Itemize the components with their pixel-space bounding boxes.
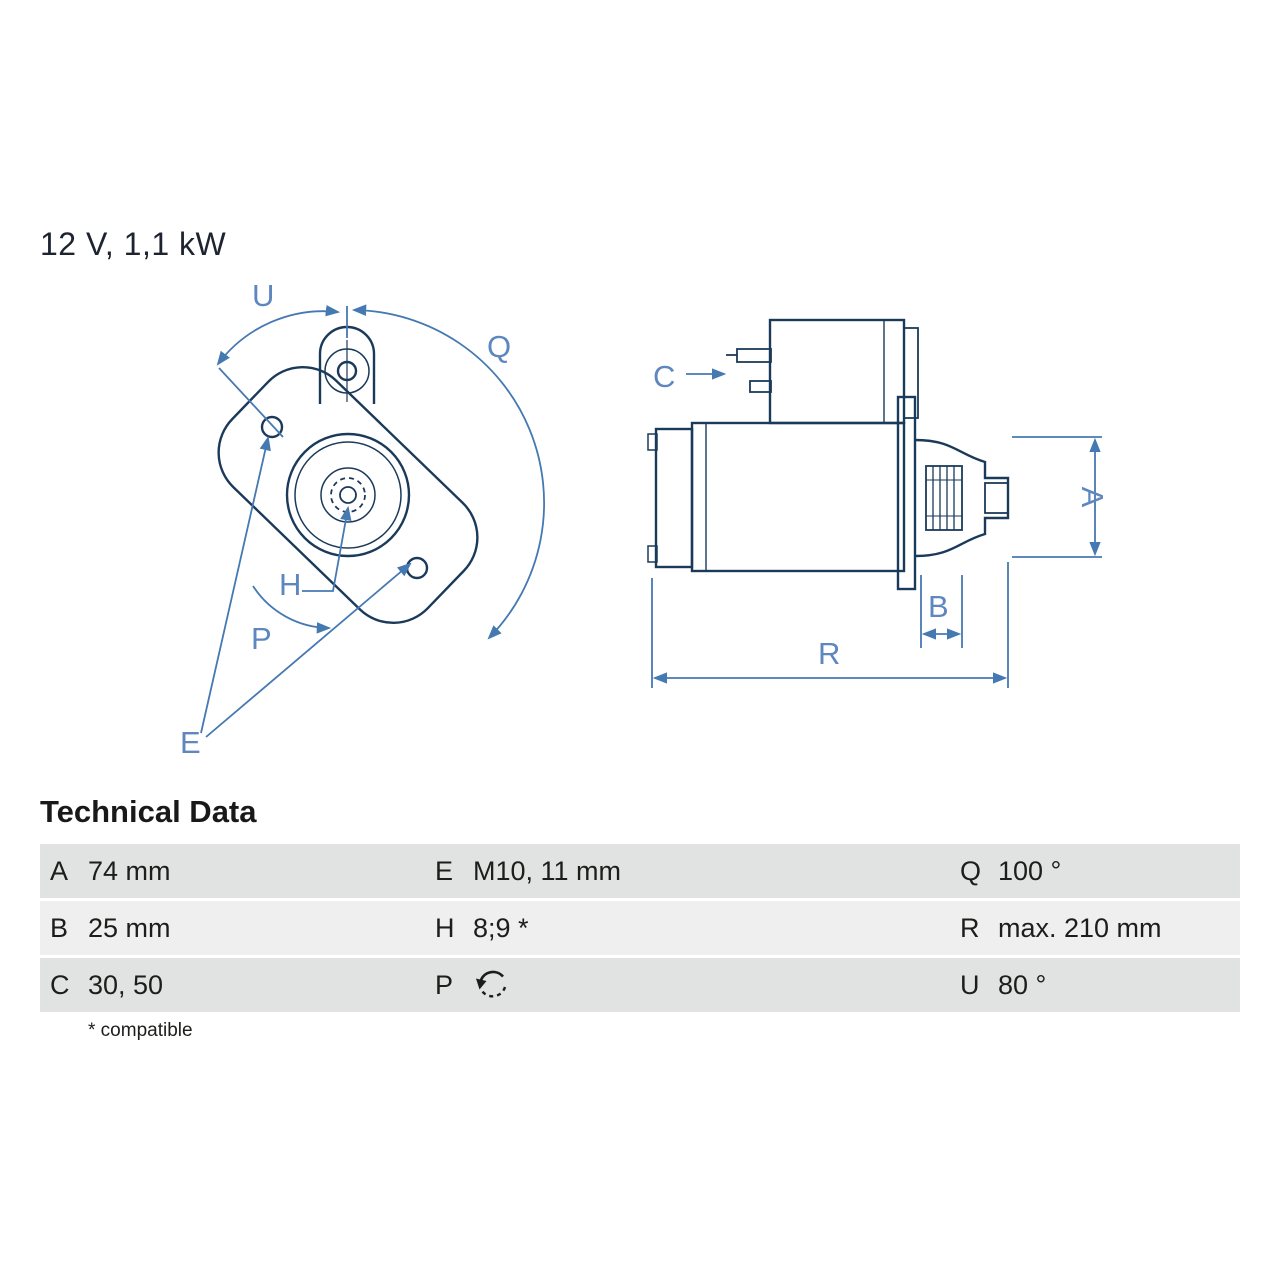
mounting-hole-upper bbox=[260, 415, 284, 439]
dim-value-u: 80 ° bbox=[998, 969, 1047, 1000]
terminal-50 bbox=[749, 380, 772, 393]
dim-key-q: Q bbox=[960, 855, 982, 886]
dim-key-r: R bbox=[960, 912, 980, 943]
dim-key-h: H bbox=[435, 912, 455, 943]
dim-key-p: P bbox=[435, 969, 454, 1000]
shaft-end bbox=[984, 482, 1009, 514]
dim-label-h: H bbox=[279, 567, 301, 602]
dim-label-c: C bbox=[653, 359, 675, 394]
dim-key-b: B bbox=[50, 912, 69, 943]
side-view-labels: C A B R bbox=[653, 359, 1110, 671]
dim-arc-p-rotation bbox=[252, 585, 332, 634]
dim-arc-q bbox=[351, 304, 545, 640]
dim-u-leg bbox=[218, 367, 284, 438]
dim-leader-e-lower bbox=[205, 562, 412, 738]
rotation-direction-cell bbox=[471, 967, 950, 1003]
end-cap-lug-top bbox=[647, 433, 658, 451]
dim-value-h: 8;9 * bbox=[473, 912, 529, 943]
dim-label-e: E bbox=[180, 725, 201, 760]
dim-leader-e-upper bbox=[200, 435, 271, 734]
shaft-center-hole bbox=[339, 486, 357, 504]
dim-value-r: max. 210 mm bbox=[998, 912, 1162, 943]
dim-key-u: U bbox=[960, 969, 980, 1000]
dim-label-q: Q bbox=[487, 329, 511, 364]
hub-circle bbox=[320, 467, 376, 523]
pinion-spline bbox=[330, 477, 366, 513]
mounting-hole-lower bbox=[405, 556, 429, 580]
dim-arc-u bbox=[216, 304, 341, 366]
dim-key-e: E bbox=[435, 855, 454, 886]
dim-key-a: A bbox=[50, 855, 69, 886]
voltage-power-title: 12 V, 1,1 kW bbox=[40, 226, 227, 262]
front-view-outline bbox=[217, 325, 479, 625]
pinion-gear bbox=[925, 465, 963, 531]
compatibility-footnote: * compatible bbox=[88, 1020, 193, 1041]
table-row: C 30, 50 P U 80 ° bbox=[40, 958, 1240, 1012]
dim-value-c: 30, 50 bbox=[88, 969, 164, 1000]
bearing-bore-outer bbox=[285, 432, 411, 558]
motor-body bbox=[690, 421, 906, 573]
dim-key-c: C bbox=[50, 969, 70, 1000]
rotation-ccw-icon bbox=[476, 970, 507, 998]
dim-label-a: A bbox=[1075, 487, 1110, 508]
solenoid-end-cap bbox=[903, 327, 919, 419]
side-view-dimensions bbox=[651, 368, 1102, 688]
dim-value-b: 25 mm bbox=[88, 912, 171, 943]
end-cap-lug-bottom bbox=[647, 545, 658, 563]
front-view-labels: U Q H P E bbox=[180, 278, 511, 760]
drive-end-flange bbox=[896, 395, 917, 591]
commutator-end-cap bbox=[654, 427, 694, 569]
dim-label-r: R bbox=[818, 636, 840, 671]
table-row: B 25 mm H 8;9 * R max. 210 mm bbox=[40, 901, 1240, 955]
bearing-bore-inner bbox=[294, 441, 402, 549]
flange-body bbox=[217, 365, 479, 625]
technical-data-section: Technical Data A 74 mm E M10, 11 mm Q 10… bbox=[40, 794, 1240, 1042]
terminal-30 bbox=[736, 348, 772, 363]
side-view-outline bbox=[647, 318, 1010, 591]
technical-data-heading: Technical Data bbox=[40, 794, 257, 829]
starter-motor-diagram: U Q H P E bbox=[180, 278, 1110, 760]
dim-label-u: U bbox=[252, 278, 274, 313]
dim-label-p: P bbox=[251, 621, 272, 656]
dim-leader-h bbox=[302, 505, 352, 592]
dim-value-e: M10, 11 mm bbox=[473, 855, 622, 886]
dim-value-a: 74 mm bbox=[88, 855, 171, 886]
front-view-dimensions bbox=[200, 304, 545, 738]
dim-value-q: 100 ° bbox=[998, 855, 1062, 886]
table-row: A 74 mm E M10, 11 mm Q 100 ° bbox=[40, 844, 1240, 898]
dim-label-b: B bbox=[928, 589, 949, 624]
